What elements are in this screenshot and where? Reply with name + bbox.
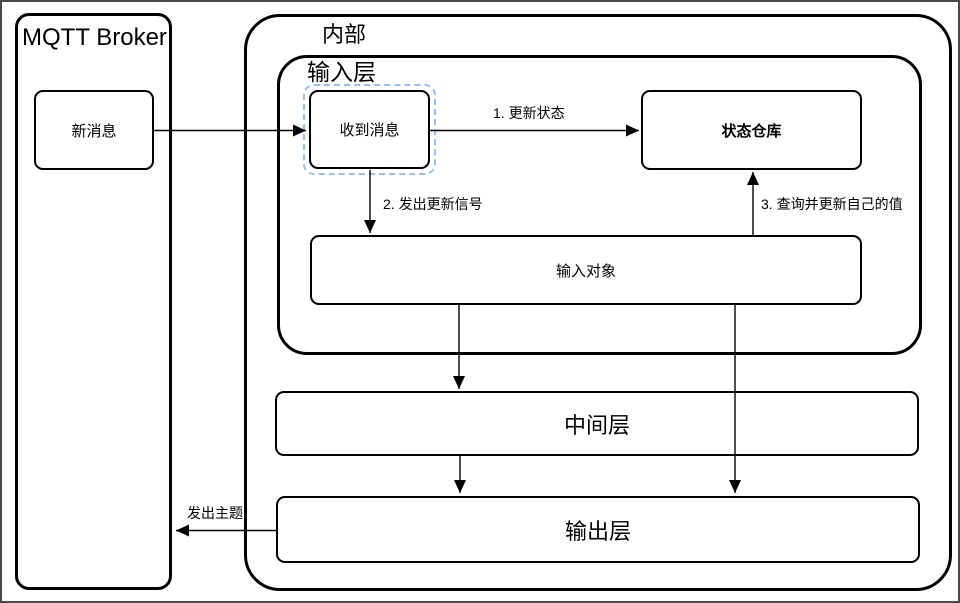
edge-label-query-and-update-own-value: 3. 查询并更新自己的值 [761,196,903,212]
node-state-store-label: 状态仓库 [721,122,782,140]
node-received-message[interactable]: 收到消息 [309,90,430,169]
node-input-objects-label: 输入对象 [555,262,616,280]
node-new-message[interactable]: 新消息 [34,90,154,170]
node-output-layer[interactable]: 输出层 [276,496,920,563]
node-output-layer-label: 输出层 [564,518,631,544]
node-input-objects[interactable]: 输入对象 [310,235,862,305]
node-middle-layer[interactable]: 中间层 [275,391,919,456]
mqtt-broker-title: MQTT Broker [22,24,167,51]
internal-title: 内部 [322,22,367,47]
node-state-store[interactable]: 状态仓库 [641,90,862,170]
input-layer-title: 输入层 [307,59,376,85]
input-layer-container[interactable] [277,55,922,355]
edge-label-publish-topic: 发出主题 [187,505,243,521]
mqtt-broker-container[interactable]: MQTT Broker [15,13,172,590]
node-middle-layer-label: 中间层 [563,412,630,438]
edge-label-update-state: 1. 更新状态 [493,105,565,121]
node-received-message-label: 收到消息 [339,122,400,139]
node-new-message-label: 新消息 [71,122,117,140]
edge-label-emit-update-signal: 2. 发出更新信号 [383,196,483,212]
internal-container[interactable] [244,14,952,591]
